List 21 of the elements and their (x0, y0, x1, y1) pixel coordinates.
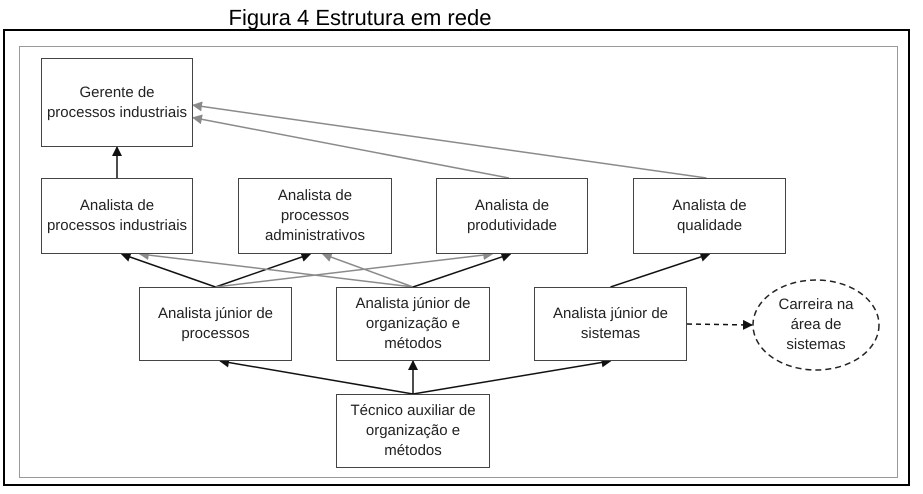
dashed-ellipse: Carreira na área de sistemas (752, 279, 880, 371)
role-box: Analista júnior de organização e métodos (336, 287, 490, 361)
title: Figura 4 Estrutura em rede (228, 4, 492, 32)
arrow (215, 252, 312, 288)
arrow (192, 114, 510, 179)
arrow (112, 146, 122, 178)
role-box: Gerente de processos industriais (41, 58, 193, 147)
role-box: Analista de processos industriais (41, 178, 193, 254)
arrow (610, 252, 710, 288)
role-box: Analista júnior de processos (139, 287, 292, 361)
role-box: Analista júnior de sistemas (534, 287, 687, 361)
role-box: Técnico auxiliar de organização e métodos (336, 394, 490, 468)
arrow (408, 360, 418, 394)
arrow (322, 252, 414, 288)
arrow (686, 320, 753, 330)
arrow (192, 101, 707, 179)
arrow (412, 252, 512, 288)
role-box: Analista de produtividade (436, 178, 588, 254)
role-box: Analista de qualidade (633, 178, 786, 254)
role-box: Analista de processos administrativos (238, 178, 392, 254)
arrow (120, 252, 216, 288)
